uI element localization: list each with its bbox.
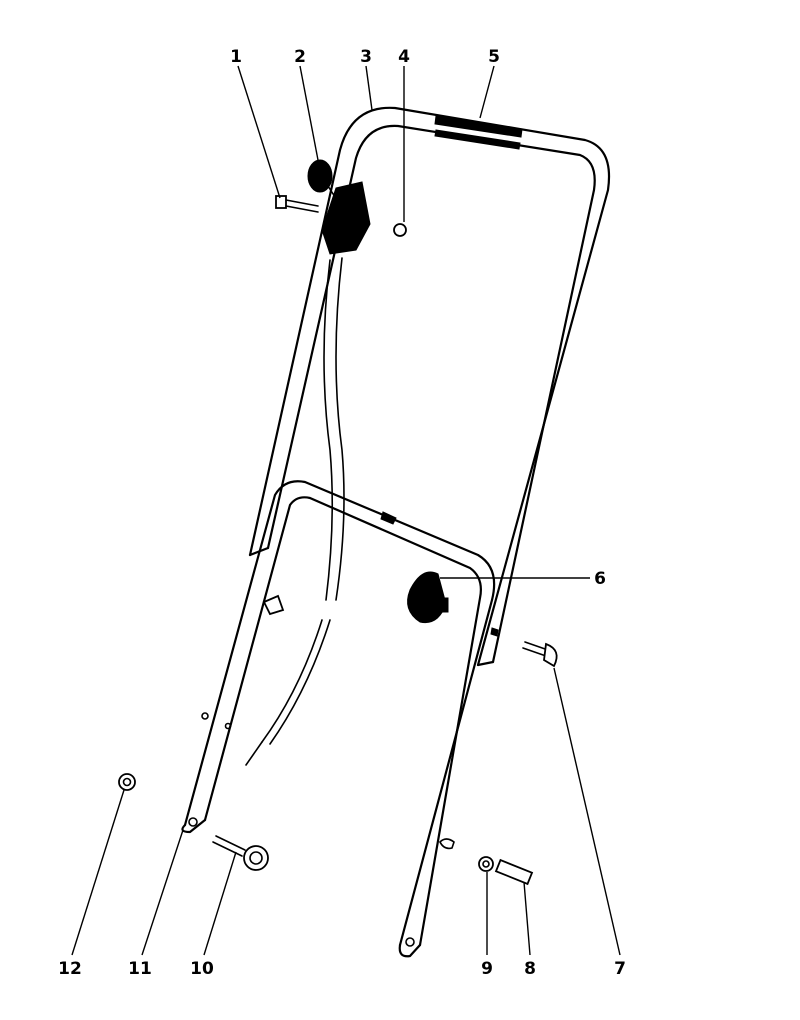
nut <box>393 223 407 237</box>
nut <box>478 856 494 872</box>
screw <box>275 195 319 213</box>
leader-lines <box>71 65 621 956</box>
callout-9: 9 <box>481 959 493 979</box>
cable-clip <box>262 594 285 616</box>
shoulder-bolt <box>212 835 269 871</box>
bolt <box>494 858 534 886</box>
callout-4: 4 <box>398 47 410 67</box>
callout-3: 3 <box>360 47 372 67</box>
nut <box>118 773 136 791</box>
callout-11: 11 <box>128 959 152 979</box>
callout-10: 10 <box>190 959 214 979</box>
callout-8: 8 <box>524 959 536 979</box>
callout-7: 7 <box>614 959 626 979</box>
carriage-bolt <box>490 627 558 668</box>
control-cable <box>245 257 345 766</box>
callout-labels: 1 2 3 4 5 6 7 8 9 10 11 12 <box>58 47 626 979</box>
wing-knob <box>407 571 449 624</box>
lower-handle <box>181 480 496 958</box>
callout-6: 6 <box>594 569 606 589</box>
callout-1: 1 <box>230 47 242 67</box>
callout-12: 12 <box>58 959 82 979</box>
callout-5: 5 <box>488 47 500 67</box>
handle-grip <box>434 115 523 150</box>
control-lever-assembly <box>307 159 371 255</box>
callout-2: 2 <box>294 47 306 67</box>
